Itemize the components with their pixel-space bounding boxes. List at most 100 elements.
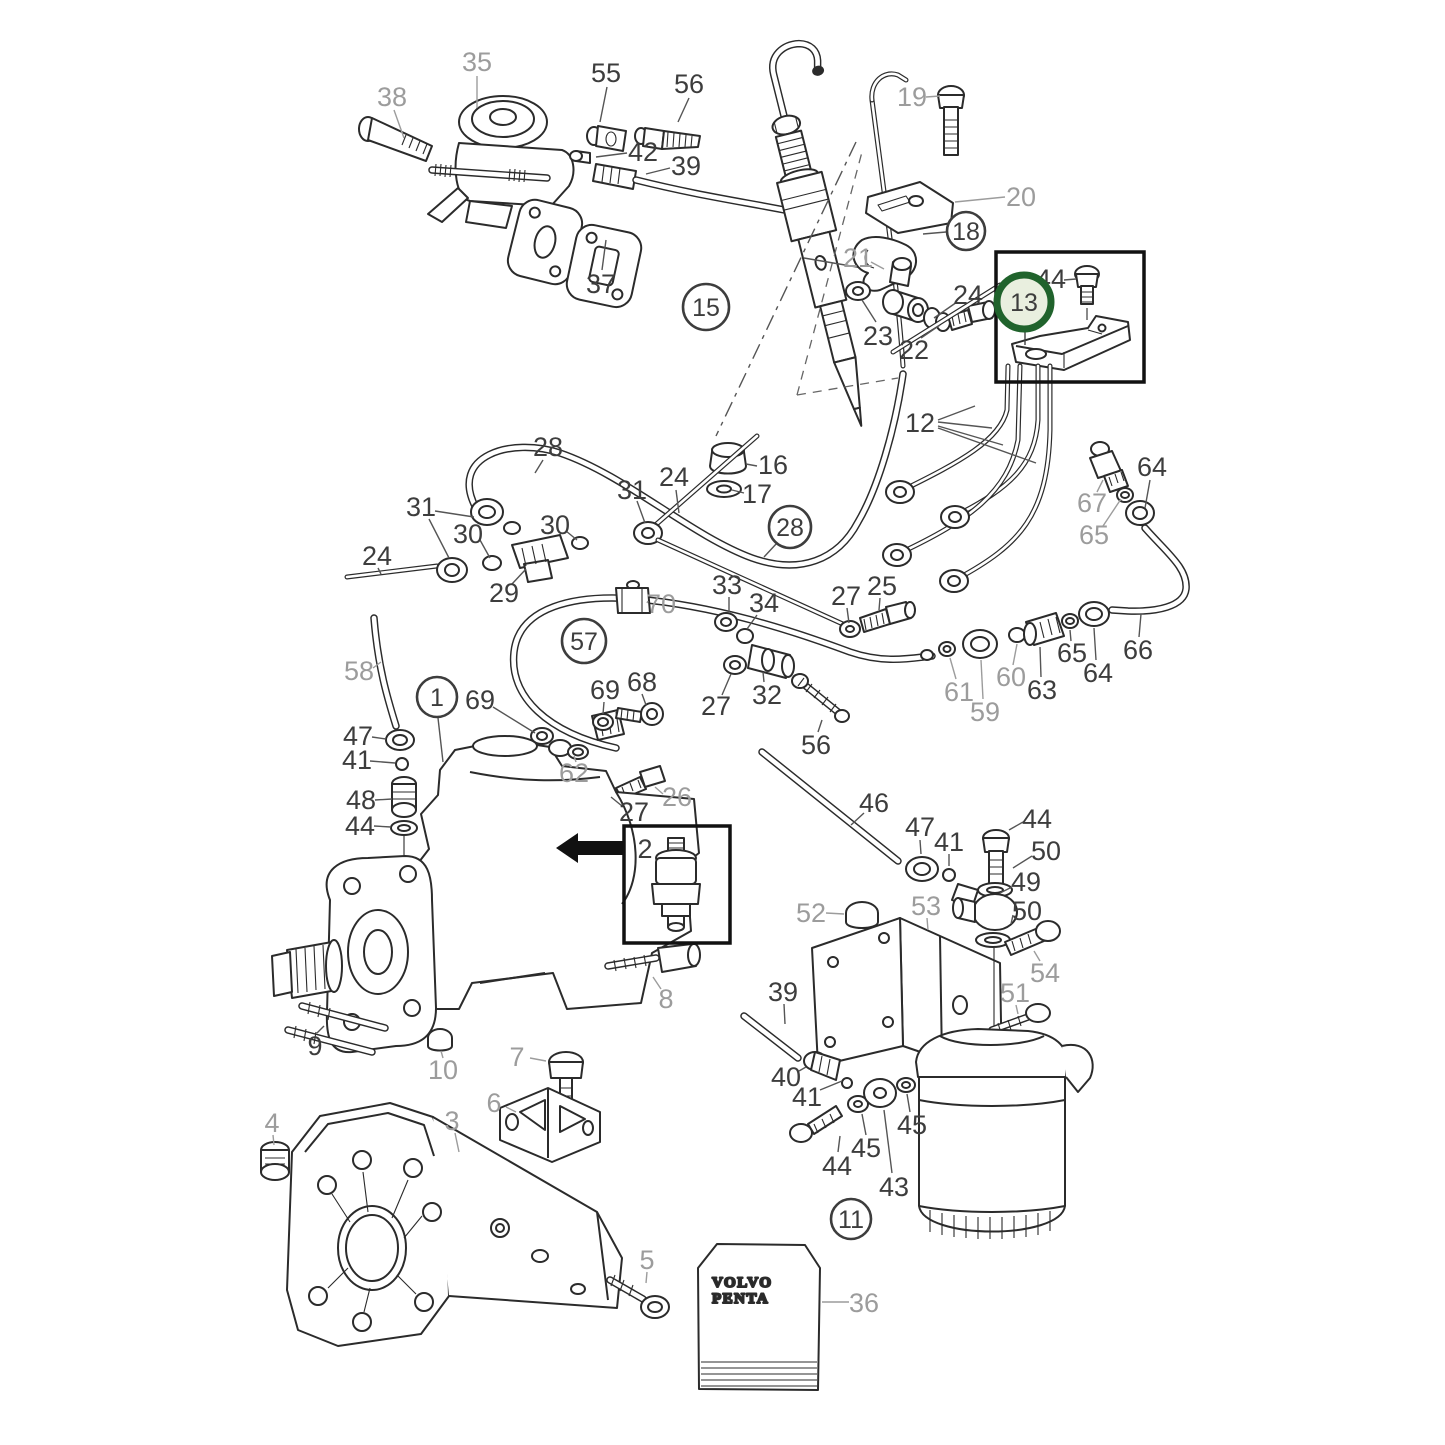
part-label-56: 56 xyxy=(674,69,704,99)
washer-45-left xyxy=(847,1095,869,1113)
part-label-43: 43 xyxy=(879,1172,909,1202)
fitting-32 xyxy=(747,644,795,679)
fan-leader-3 xyxy=(937,421,993,429)
washer-23 xyxy=(845,281,871,301)
leader-line-70 xyxy=(646,600,649,604)
callout-circle-18 xyxy=(945,210,987,252)
part-label-31: 31 xyxy=(617,475,647,505)
leader-line-41 xyxy=(819,1080,843,1091)
part-label-21: 21 xyxy=(843,243,873,273)
part-label-19: 19 xyxy=(897,82,927,112)
valve-part-2 xyxy=(651,837,701,932)
leader-line-56 xyxy=(817,719,823,733)
leader-line-29 xyxy=(511,568,527,585)
leader-line-42 xyxy=(595,152,628,158)
ball-41-left xyxy=(395,757,409,771)
bolt-44-inset xyxy=(1074,265,1100,320)
leader-line-28 xyxy=(763,542,778,558)
part-label-52: 52 xyxy=(796,898,826,928)
pipe-union-nut xyxy=(882,543,912,567)
filter-head xyxy=(915,1028,1094,1093)
part-label-31: 31 xyxy=(406,492,436,522)
bracket-6 xyxy=(499,1087,601,1163)
part-label-60: 60 xyxy=(996,662,1026,692)
part-label-34: 34 xyxy=(749,588,779,618)
washers-62 xyxy=(548,739,589,760)
studs-9 xyxy=(284,1001,389,1056)
leader-line-7 xyxy=(529,1057,547,1062)
bolt-8 xyxy=(604,943,701,973)
highlighted-callout-label-13: 13 xyxy=(1010,289,1038,317)
fan-leader-5 xyxy=(937,427,1037,464)
leader-line-60 xyxy=(1012,643,1018,666)
part-label-46: 46 xyxy=(859,788,889,818)
leader-line-65 xyxy=(1102,498,1122,527)
leader-line-66 xyxy=(1138,613,1142,638)
leader-line-45 xyxy=(861,1113,867,1136)
yoke-21 xyxy=(852,236,917,292)
leader-line-32 xyxy=(762,671,765,683)
nut-64-top xyxy=(1125,500,1155,526)
part-label-2: 2 xyxy=(637,834,652,864)
part-label-5: 5 xyxy=(639,1245,654,1275)
fan-leader-4 xyxy=(937,425,1004,446)
detail-wedge-line xyxy=(796,151,863,396)
washer-50-lower xyxy=(975,932,1011,948)
washer-17 xyxy=(706,480,742,498)
leader-line-1 xyxy=(437,717,444,763)
mounting-bracket-drawing xyxy=(260,1087,670,1347)
highlighted-callout-circle-13[interactable] xyxy=(993,271,1055,333)
bushing-23 xyxy=(882,289,929,323)
pipe-union-nut xyxy=(939,569,969,593)
hose-clamp-70 xyxy=(615,580,651,614)
part-label-42: 42 xyxy=(628,137,658,167)
part-label-22: 22 xyxy=(899,335,929,365)
bolt-19 xyxy=(937,85,965,156)
leader-line-67 xyxy=(1096,479,1104,493)
part-label-59: 59 xyxy=(970,697,1000,727)
callout-circle-1 xyxy=(415,675,459,719)
washer-27-left xyxy=(723,655,747,675)
ball-41-lower xyxy=(841,1077,853,1089)
part-label-35: 35 xyxy=(462,47,492,77)
part-label-62: 62 xyxy=(559,758,589,788)
nut-59 xyxy=(962,629,998,659)
right-fuel-line-drawing xyxy=(920,441,1190,661)
leader-line-64 xyxy=(1144,479,1151,509)
leader-line-9 xyxy=(316,1025,325,1034)
washer-44-left xyxy=(390,820,418,836)
leader-line-55 xyxy=(599,86,608,123)
tee-fitting-29 xyxy=(511,534,569,583)
part-label-68: 68 xyxy=(627,667,657,697)
leader-line-10 xyxy=(440,1050,444,1059)
leader-line-47 xyxy=(919,839,922,855)
volvo-penta-box: VOLVO PENTA xyxy=(697,1243,821,1391)
leader-line-47 xyxy=(371,736,387,740)
part-label-66: 66 xyxy=(1123,635,1153,665)
leader-line-17 xyxy=(731,489,745,494)
nut-47-filter xyxy=(905,856,939,882)
leader-line-44 xyxy=(373,825,392,828)
leader-line-34 xyxy=(746,614,758,630)
part-label-64: 64 xyxy=(1083,658,1113,688)
leader-line-56 xyxy=(677,97,690,123)
part-label-38: 38 xyxy=(377,82,407,112)
nut-64-bottom xyxy=(1078,601,1110,627)
callout-circle-15 xyxy=(681,282,731,332)
callout-label-11: 11 xyxy=(838,1206,864,1234)
bolt-38 xyxy=(358,116,433,162)
callout-label-57: 57 xyxy=(570,628,598,656)
leader-line-8 xyxy=(652,976,662,990)
nut-52 xyxy=(845,901,879,929)
leader-line-27 xyxy=(721,673,732,696)
part-label-33: 33 xyxy=(712,570,742,600)
bolt-54 xyxy=(1004,920,1061,956)
leader-line-24 xyxy=(675,489,680,514)
ball-41-filter xyxy=(942,868,956,882)
leader-line-69 xyxy=(602,701,605,715)
callout-circle-28 xyxy=(767,504,813,550)
part-label-28: 28 xyxy=(533,432,563,462)
part-label-6: 6 xyxy=(486,1088,501,1118)
